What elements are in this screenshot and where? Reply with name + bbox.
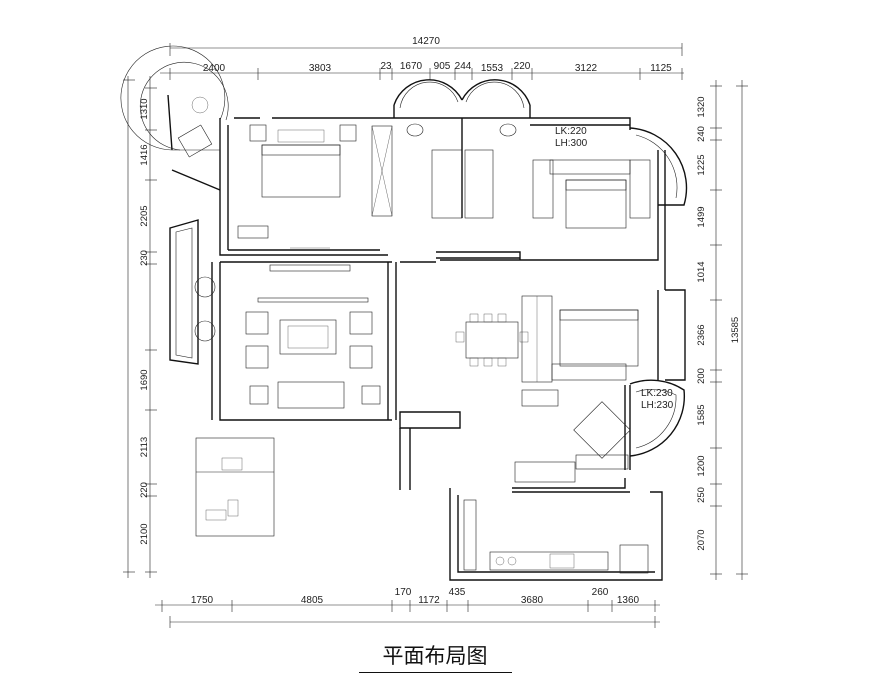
- left-dimension: 1690: [139, 369, 150, 390]
- right-dimension: 1320: [696, 96, 707, 117]
- annotations: LK:220 LH:300 LK:230 LH:230: [555, 126, 674, 411]
- top-dimension: 244: [455, 61, 472, 72]
- top-dimension: 1670: [400, 61, 423, 72]
- furniture: [177, 96, 651, 574]
- right-dimension: 1499: [696, 206, 707, 227]
- bottom-dimension: 170: [395, 587, 412, 598]
- left-dimension: 2100: [139, 523, 150, 544]
- right-dimension: 250: [696, 487, 707, 503]
- top-overall-dimension: 14270: [412, 36, 440, 47]
- lh-top-label: LH:300: [555, 138, 588, 149]
- left-dimension: 230: [139, 250, 150, 266]
- right-dimension: 1225: [696, 154, 707, 175]
- top-dimension: 905: [434, 61, 451, 72]
- right-overall-dimension: 13585: [730, 317, 741, 343]
- walls: [211, 105, 686, 581]
- lh-bottom-label: LH:230: [641, 400, 674, 411]
- title-container: 平面布局图: [0, 640, 870, 673]
- left-dimension: 2205: [139, 205, 150, 226]
- top-dimension: 220: [514, 61, 531, 72]
- top-dimension: 3803: [309, 63, 332, 74]
- lk-top-label: LK:220: [555, 126, 587, 137]
- right-dimension: 1585: [696, 404, 707, 425]
- plan-title: 平面布局图: [358, 640, 512, 673]
- bottom-dimension: 1360: [617, 595, 640, 606]
- lk-bottom-label: LK:230: [641, 388, 673, 399]
- left-dimension: 2113: [139, 437, 150, 457]
- top-dimension-labels: 14270 2400 3803 23 1670 905 244 1553 220…: [203, 36, 672, 74]
- left-dimension: 1416: [139, 144, 150, 165]
- dimension-lines: [123, 43, 748, 628]
- right-dimension: 2366: [696, 324, 707, 345]
- bottom-dimension: 4805: [301, 595, 324, 606]
- right-dimension-labels: 1320 240 1225 1499 1014 2366 200 1585 12…: [696, 96, 741, 550]
- top-dimension: 2400: [203, 63, 226, 74]
- bottom-dimension: 260: [592, 587, 609, 598]
- bottom-dimension: 1750: [191, 595, 214, 606]
- left-dimension: 1310: [139, 98, 150, 119]
- right-dimension: 2070: [696, 529, 707, 550]
- right-dimension: 1014: [696, 261, 707, 282]
- right-dimension: 1200: [696, 455, 707, 476]
- top-dimension: 23: [380, 61, 392, 72]
- left-dimension: 220: [139, 482, 150, 498]
- bottom-dimension: 435: [449, 587, 466, 598]
- bottom-dimension-labels: 1750 4805 170 1172 435 3680 260 1360: [191, 587, 640, 606]
- bottom-dimension: 1172: [418, 595, 440, 606]
- top-dimension: 3122: [575, 63, 598, 74]
- top-dimension: 1553: [481, 63, 504, 74]
- left-dimension-labels: 1310 1416 2205 230 1690 2113 220 2100: [139, 98, 150, 544]
- balconies: [120, 45, 688, 457]
- top-dimension: 1125: [650, 63, 672, 74]
- bottom-dimension: 3680: [521, 595, 544, 606]
- right-dimension: 240: [696, 126, 707, 142]
- right-dimension: 200: [696, 368, 707, 384]
